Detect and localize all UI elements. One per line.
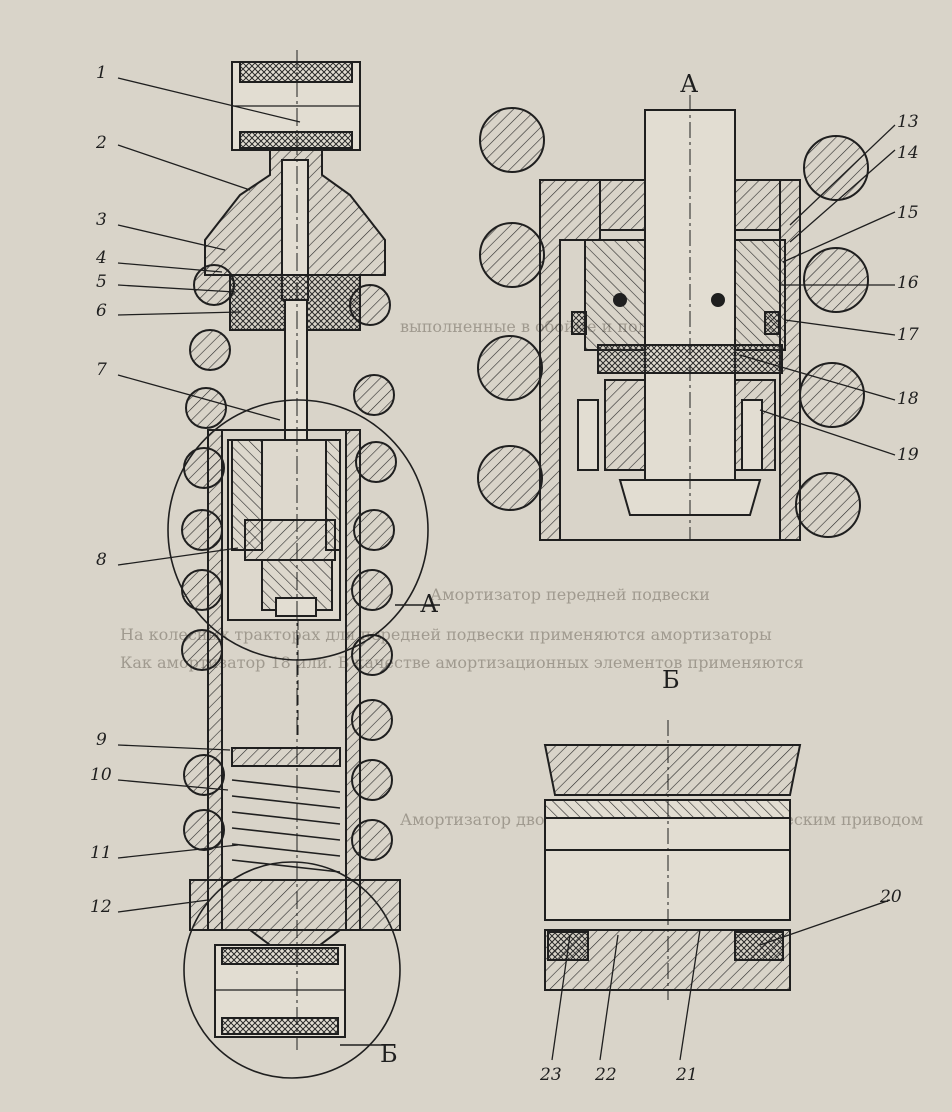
- piston: [244, 519, 336, 561]
- page-text-line: Амортизатор передней подвески: [430, 585, 710, 604]
- section-b-top-cap: [543, 744, 802, 796]
- callout-7: 7: [96, 360, 107, 380]
- section-arrows: [340, 604, 440, 1046]
- section-a-nut: [618, 479, 762, 516]
- callout-3: 3: [96, 210, 107, 230]
- callout-16: 16: [897, 273, 919, 293]
- top-eye-bushing-lower: [239, 131, 353, 149]
- leader-lines: [117, 77, 896, 1061]
- left-coil-spring: [181, 264, 397, 861]
- outline-circle-lower: [183, 861, 401, 1079]
- callout-14: 14: [897, 143, 919, 163]
- callout-13: 13: [897, 112, 919, 132]
- section-a-guide-left: [584, 239, 646, 351]
- bottom-valve: [231, 747, 341, 767]
- section-label-a-top: А: [680, 70, 698, 98]
- callout-9: 9: [96, 730, 107, 750]
- section-a-detail: [539, 95, 801, 541]
- callout-10: 10: [90, 765, 112, 785]
- section-label-a-left: А: [420, 590, 438, 618]
- section-label-b-left: Б: [380, 1040, 398, 1068]
- callout-6: 6: [96, 301, 107, 321]
- compression-spring: [231, 779, 341, 873]
- page-text-line: На колесных тракторах для передней подве…: [120, 625, 772, 644]
- left-shock-absorber-assembly: [167, 50, 429, 1079]
- section-b-detail: [543, 720, 802, 1000]
- callout-8: 8: [96, 550, 107, 570]
- callout-21: 21: [675, 1065, 698, 1085]
- callout-17: 17: [897, 325, 919, 345]
- callout-1: 1: [96, 63, 107, 83]
- callout-18: 18: [897, 389, 919, 409]
- section-label-b-top: Б: [662, 666, 680, 694]
- top-eye-bushing: [239, 61, 353, 83]
- callout-4: 4: [95, 248, 107, 268]
- section-labels: А А Б Б Б: [380, 70, 698, 1068]
- callout-23: 23: [539, 1065, 562, 1085]
- callout-2: 2: [95, 133, 107, 153]
- callout-15: 15: [897, 203, 919, 223]
- callout-5: 5: [96, 272, 107, 292]
- callout-labels: 1 2 3 4 5 6 7 8 9 10 11 12 13 14 15 16 1…: [90, 63, 919, 1085]
- section-a-spring-wires: [477, 107, 869, 538]
- callout-11: 11: [90, 843, 112, 863]
- page-text-line: Как амортизатор 18 или. В качестве аморт…: [120, 653, 804, 672]
- callout-22: 22: [594, 1065, 617, 1085]
- callout-20: 20: [879, 887, 902, 907]
- callout-12: 12: [90, 897, 112, 917]
- rod-nut: [275, 597, 317, 617]
- callout-19: 19: [897, 445, 919, 465]
